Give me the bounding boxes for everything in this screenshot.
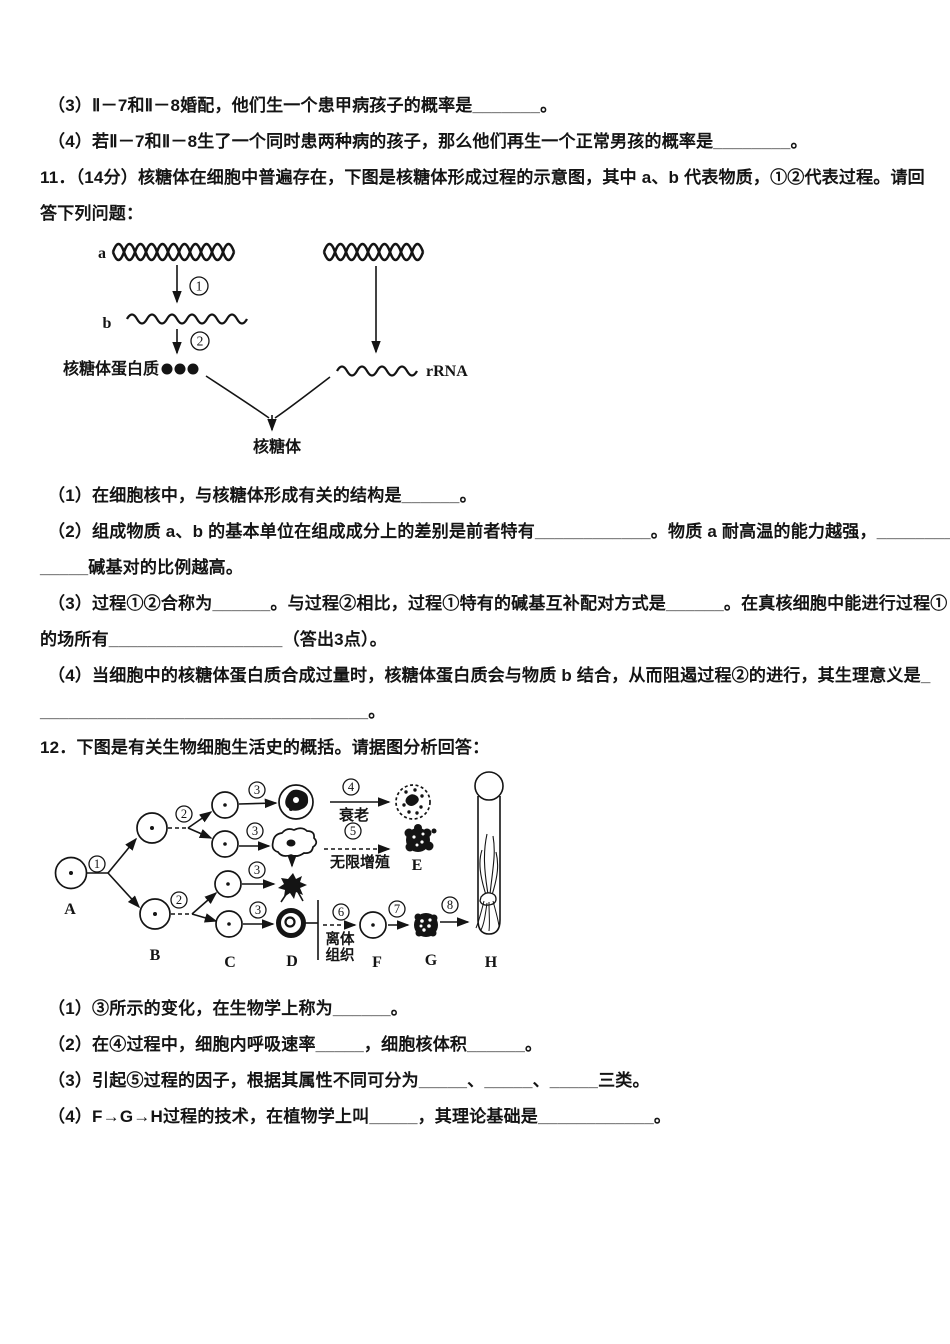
svg-text:1: 1 [94, 857, 100, 871]
process-1-badge: 1 [189, 276, 209, 296]
mrna-wave [125, 313, 249, 325]
svg-text:2: 2 [176, 893, 182, 907]
process-7-badge: 7 [388, 900, 406, 918]
process-2-badge: 2 [190, 331, 210, 351]
process-1-badge: 1 [88, 855, 106, 873]
cell-f-label: F [372, 954, 382, 971]
test-tube-h [474, 771, 504, 935]
process-2-badge-bottom: 2 [170, 891, 188, 909]
differentiation-arrows [238, 798, 278, 929]
cell-a-label: A [64, 901, 76, 918]
svg-text:3: 3 [255, 903, 261, 917]
question-11-heading-line1: 11．（14分）核糖体在细胞中普遍存在，下图是核糖体形成过程的示意图，其中 a、… [40, 168, 925, 187]
process-5-badge: 5 [344, 822, 362, 840]
cell-e-label: E [412, 857, 423, 874]
cell-b-bottom [139, 898, 171, 930]
isolated-tissue-label-2: 组织 [326, 946, 355, 964]
cell-g-label: G [425, 952, 438, 969]
dna-helix-right [322, 242, 425, 262]
question-11-sub3-line2: 的场所有__________________（答出3点）。 [40, 630, 387, 649]
cell-life-history-diagram: A 1 B 2 [54, 771, 504, 971]
question-12-sub1: （1）③所示的变化，在生物学上称为______。 [48, 999, 408, 1018]
question-11-sub4-line2: __________________________________。 [40, 702, 386, 721]
svg-text:3: 3 [254, 783, 260, 797]
substance-a-label: a [98, 245, 106, 262]
rrna-wave [335, 365, 419, 377]
assembly-arrows [205, 375, 331, 432]
question-10-4: （4）若Ⅱ－7和Ⅱ－8生了一个同时患两种病的孩子，那么他们再生一个正常男孩的概率… [48, 132, 808, 151]
rrna-label: rRNA [426, 363, 468, 380]
question-11-heading-line2: 答下列问题： [40, 204, 144, 223]
ribosomal-protein-label: 核糖体蛋白质 [63, 359, 159, 378]
question-11-sub2-line2: _____碱基对的比例越高。 [40, 558, 244, 577]
process-3-badge-3: 3 [248, 861, 266, 879]
cell-c-3 [214, 870, 242, 898]
senescent-cell [395, 784, 431, 820]
svg-text:3: 3 [252, 824, 258, 838]
aging-label: 衰老 [338, 806, 369, 824]
question-11-sub2-line1: （2）组成物质 a、b 的基本单位在组成成分上的差别是前者特有_________… [48, 522, 950, 541]
svg-text:1: 1 [196, 279, 203, 294]
cell-c-1 [211, 791, 239, 819]
cell-d-label: D [286, 953, 298, 970]
cell-c-4 [215, 910, 243, 938]
cell-b-top [136, 812, 168, 844]
svg-text:2: 2 [197, 334, 204, 349]
plantlet [475, 833, 500, 932]
dna-helix-left [111, 242, 236, 262]
cell-c-label: C [224, 954, 236, 971]
question-11-sub1: （1）在细胞核中，与核糖体形成有关的结构是______。 [48, 486, 477, 505]
differentiated-cell-2 [271, 827, 318, 857]
process-3-badge-2: 3 [246, 822, 264, 840]
process-2-badge-top: 2 [175, 805, 193, 823]
ribosomal-protein-dots [161, 363, 199, 375]
cell-c-2 [211, 830, 239, 858]
cell-b-label: B [150, 947, 161, 964]
isolated-tissue-label-1: 离体 [326, 930, 355, 948]
question-12-sub3: （3）引起⑤过程的因子，根据其属性不同可分为_____、_____、_____三… [48, 1071, 650, 1090]
svg-text:7: 7 [394, 902, 400, 916]
question-10-3: （3）Ⅱ－7和Ⅱ－8婚配，他们生一个患甲病孩子的概率是_______。 [48, 96, 558, 115]
svg-text:4: 4 [348, 780, 355, 794]
question-11-sub3-line1: （3）过程①②合称为______。与过程②相比，过程①特有的碱基互补配对方式是_… [48, 594, 948, 613]
svg-text:5: 5 [350, 824, 356, 838]
cell-f [359, 911, 387, 939]
process-8-badge: 8 [441, 896, 459, 914]
svg-text:2: 2 [181, 807, 187, 821]
differentiated-cell-4 [276, 908, 306, 938]
cell-a [54, 856, 88, 890]
cancer-cell-e [404, 824, 437, 852]
process-4-badge: 4 [342, 778, 360, 796]
ribosome-formation-diagram: a 1 b 2 核糖体蛋白质 rRNA [63, 242, 468, 456]
division-2-top-arrows [168, 811, 213, 839]
cell-h-label: H [485, 954, 498, 971]
differentiated-cell-3 [278, 873, 307, 903]
question-12-heading: 12．下图是有关生物细胞生活史的概括。请据图分析回答： [40, 738, 490, 757]
svg-text:6: 6 [338, 905, 344, 919]
svg-text:8: 8 [447, 898, 453, 912]
question-12-sub4: （4）F→G→H过程的技术，在植物学上叫_____，其理论基础是________… [48, 1107, 672, 1126]
proliferation-label: 无限增殖 [329, 853, 390, 871]
callus-g [414, 913, 438, 937]
ribosome-label: 核糖体 [253, 437, 302, 456]
svg-text:3: 3 [254, 863, 260, 877]
process-3-badge-1: 3 [248, 781, 266, 799]
division-1-arrows [87, 837, 141, 909]
question-11-sub4-line1: （4）当细胞中的核糖体蛋白质合成过量时，核糖体蛋白质会与物质 b 结合，从而阻遏… [48, 666, 931, 685]
process-3-badge-4: 3 [249, 901, 267, 919]
process-6-badge: 6 [332, 903, 350, 921]
differentiated-cell-1 [278, 784, 314, 820]
division-2-bottom-arrows [171, 891, 218, 923]
substance-b-label: b [103, 315, 112, 332]
question-12-sub2: （2）在④过程中，细胞内呼吸速率_____，细胞核体积______。 [48, 1035, 543, 1054]
